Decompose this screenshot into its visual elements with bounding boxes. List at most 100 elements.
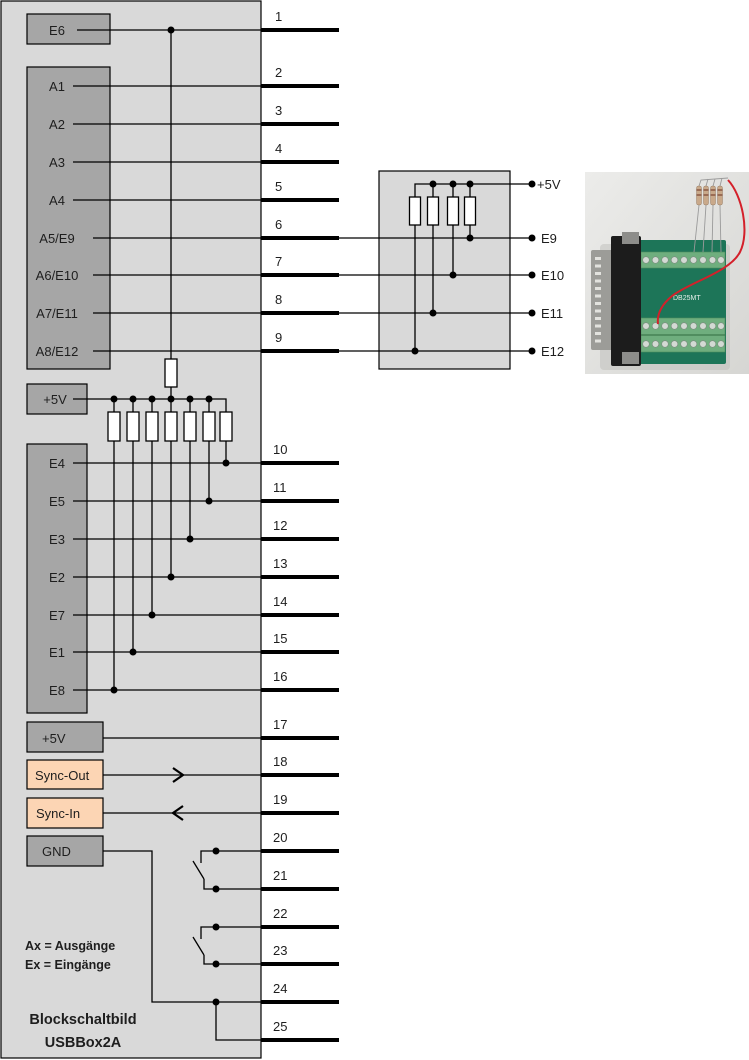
- resistor-icon: [164, 358, 178, 388]
- junction-dot: [186, 535, 194, 543]
- connector-pin-icon: [595, 332, 601, 335]
- pullup-network-inputs: [73, 395, 233, 694]
- signal-label-a8-e12: A8/E12: [36, 344, 79, 359]
- junction-dot: [212, 960, 220, 968]
- signal-label-e8: E8: [49, 683, 65, 698]
- resistor-icon: [219, 411, 233, 442]
- signal-label-5v-pin17: +5V: [42, 731, 66, 746]
- signal-wires: [73, 29, 261, 1041]
- pin-number: 12: [273, 518, 287, 533]
- terminal-dot: [528, 271, 536, 279]
- adapter-label-e9: E9: [541, 231, 557, 246]
- module-supply-2: +5V: [26, 721, 104, 753]
- pin-number: 16: [273, 669, 287, 684]
- signal-label-a6-e10: A6/E10: [36, 268, 79, 283]
- module-gnd-box: [26, 835, 104, 867]
- module-outputs: A1 A2 A3 A4 A5/E9 A6/E10 A7/E11 A8/E12: [26, 66, 111, 370]
- signal-label-a3: A3: [49, 155, 65, 170]
- db25-board-photo: DB25MT: [585, 172, 749, 374]
- screw-icon: [670, 322, 679, 330]
- board-label: DB25MT: [673, 295, 701, 302]
- mounting-nut-bottom: [622, 352, 639, 364]
- lead: [711, 204, 714, 253]
- wire-gnd-bridge: [215, 1002, 261, 1041]
- resistor-bands: [696, 189, 723, 196]
- screw-icon: [680, 322, 688, 330]
- pin-number: 18: [273, 754, 287, 769]
- pin-16: 16: [261, 669, 339, 692]
- screw-icon: [689, 322, 698, 330]
- lead: [702, 204, 707, 253]
- screw-icon: [708, 256, 717, 264]
- relay-contact-2: [192, 923, 261, 968]
- switch-lower-wire: [203, 955, 261, 965]
- pin-number: 7: [275, 254, 282, 269]
- adapter-label-5v: +5V: [537, 177, 561, 192]
- junction-dot: [129, 648, 137, 656]
- screw-icon: [689, 340, 698, 348]
- legend-inputs: Ex = Eingänge: [25, 958, 111, 972]
- signal-label-e4: E4: [49, 456, 65, 471]
- pin-6: 6: [261, 217, 339, 240]
- connector-pin-icon: [595, 324, 601, 328]
- pin-13: 13: [261, 556, 339, 579]
- relay-contact-1: [192, 847, 261, 893]
- pin-number: 13: [273, 556, 287, 571]
- diagram-title: Blockschaltbild: [29, 1012, 136, 1028]
- module-inputs: E4 E5 E3 E2 E7 E1 E8: [26, 443, 88, 714]
- screw-icon: [642, 256, 650, 264]
- pin-25: 25: [261, 1019, 339, 1042]
- screw-icon: [680, 340, 688, 348]
- db25-body: [611, 236, 641, 366]
- pullup-e6: [164, 26, 178, 399]
- device-name: USBBox2A: [45, 1035, 122, 1051]
- pin-number: 1: [275, 9, 282, 24]
- resistor-icon: [145, 411, 159, 442]
- switch-blade: [192, 936, 205, 956]
- wire-gnd: [103, 850, 261, 1003]
- pin-number: 24: [273, 981, 287, 996]
- resistor-icon: [408, 196, 422, 226]
- arrow-left-icon: [171, 805, 184, 821]
- screw-icon: [651, 322, 660, 330]
- screw-icon: [670, 256, 679, 264]
- pin-number: 21: [273, 868, 287, 883]
- junction-dot: [411, 347, 419, 355]
- signal-label-e1: E1: [49, 645, 65, 660]
- pin-number: 2: [275, 65, 282, 80]
- pin-number: 25: [273, 1019, 287, 1034]
- pin-number: 11: [273, 480, 287, 495]
- signal-label-a1: A1: [49, 79, 65, 94]
- signal-label-a5-e9: A5/E9: [39, 231, 74, 246]
- module-supply-1: +5V: [26, 383, 88, 415]
- connector-pin-icon: [595, 272, 601, 275]
- junction-dot: [429, 309, 437, 317]
- screw-icon: [661, 322, 669, 330]
- lead: [719, 177, 723, 187]
- connector-pin-icon: [595, 294, 601, 298]
- pin-number: 15: [273, 631, 287, 646]
- module-gnd: GND: [26, 835, 104, 867]
- pin-12: 12: [261, 518, 339, 541]
- pin-number: 3: [275, 103, 282, 118]
- resistor-icon: [202, 411, 216, 442]
- resistor-icon: [107, 411, 121, 442]
- db25-shell: [591, 250, 614, 350]
- junction-dot: [212, 847, 220, 855]
- screw-icon: [661, 256, 669, 264]
- pin-number: 23: [273, 943, 287, 958]
- screw-icon: [717, 340, 725, 348]
- screw-row-bottom-1: [642, 322, 725, 330]
- screw-icon: [699, 322, 707, 330]
- signal-label-a4: A4: [49, 193, 65, 208]
- junction-dot: [449, 271, 457, 279]
- resistor-icon: [463, 196, 477, 226]
- adapter-5v-bus: [414, 183, 532, 197]
- junction-dot: [212, 923, 220, 931]
- connector-pin-icon: [595, 279, 601, 283]
- pin-11: 11: [261, 480, 339, 503]
- screw-icon: [699, 256, 707, 264]
- adapter-pullup: +5V E9 E10 E11 E12: [339, 170, 564, 370]
- pin-number: 8: [275, 292, 282, 307]
